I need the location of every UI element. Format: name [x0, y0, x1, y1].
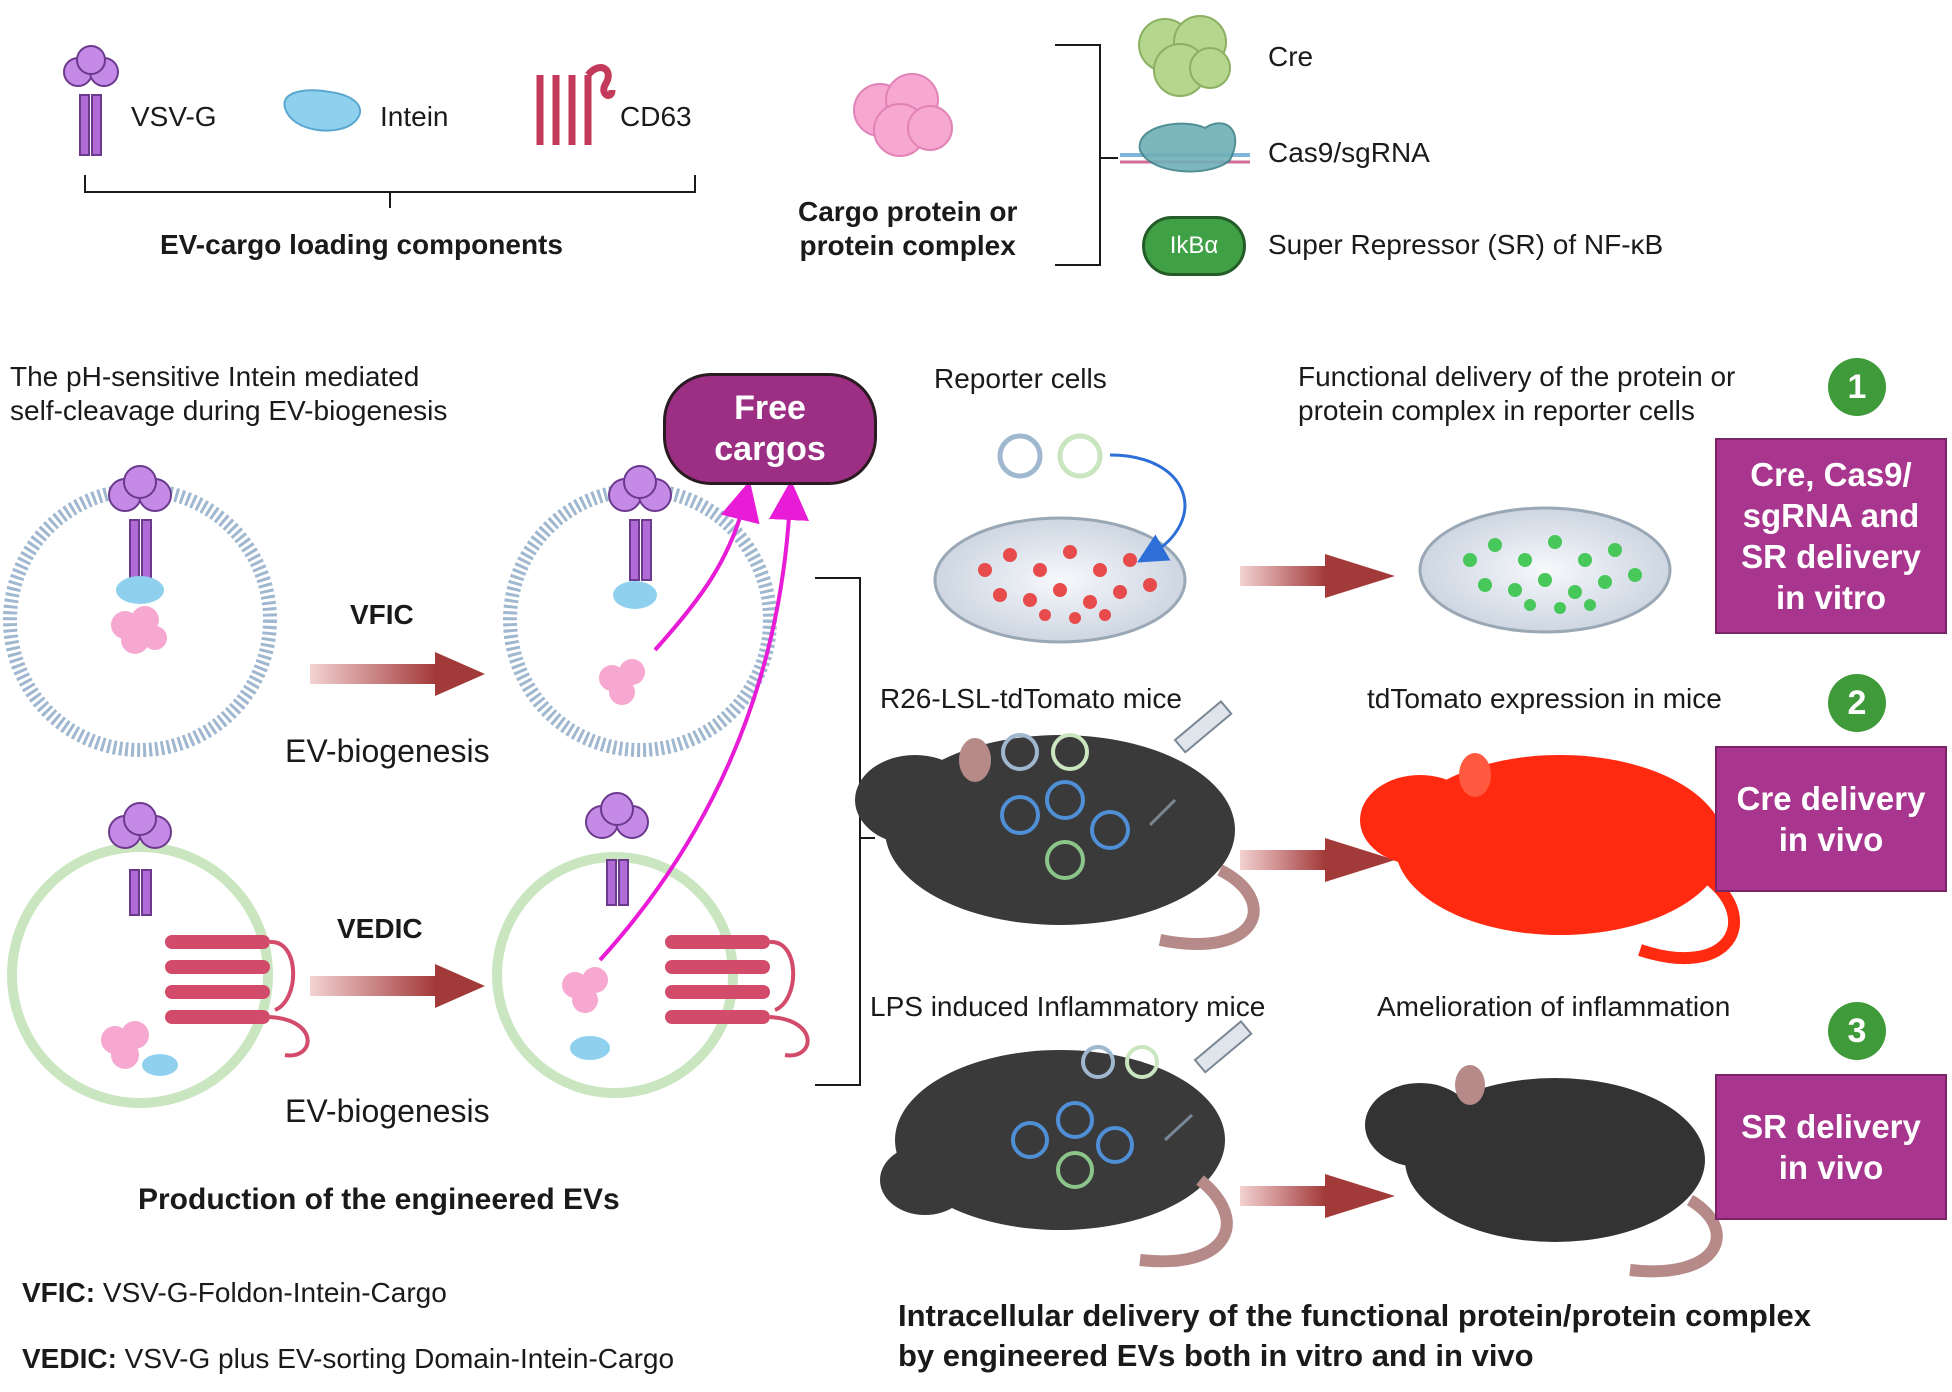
components-bracket [84, 175, 696, 208]
vfic-label: VFIC [350, 599, 414, 630]
vsvg-icon [108, 465, 172, 581]
ev-icon-small [1081, 1045, 1159, 1079]
reporter-cells-label: Reporter cells [934, 363, 1107, 394]
biogenesis-label-1: EV-biogenesis [285, 733, 490, 769]
components-title: EV-cargo loading components [160, 229, 563, 260]
arrow-vedic [310, 976, 435, 996]
step-badge-1: 1 [1828, 358, 1886, 416]
arrow-mouse-2 [1240, 1186, 1325, 1206]
arrow-vfic-head [435, 652, 485, 696]
sr-label: Super Repressor (SR) of NF-κB [1268, 229, 1664, 260]
cd63-icon [665, 935, 770, 1024]
step-badge-3: 3 [1828, 1002, 1886, 1060]
cargo-icon [562, 967, 608, 1013]
release-arrow-2 [598, 480, 809, 962]
biogenesis-label-2: EV-biogenesis [285, 1093, 490, 1129]
ev-vesicle-3 [7, 842, 273, 1108]
cargo-icon [111, 606, 167, 654]
syringe-icon [1148, 700, 1233, 827]
vsvg-label: VSV-G [131, 101, 217, 132]
intein-icon [613, 581, 657, 609]
mouse-black-2 [880, 1050, 1233, 1268]
cd63-label: CD63 [620, 101, 692, 132]
cd63-icon [165, 935, 270, 1024]
lps-mice-label: LPS induced Inflammatory mice [870, 991, 1266, 1022]
amelioration-label: Amelioration of inflammation [1377, 991, 1731, 1022]
cargo-icon [599, 659, 645, 705]
arrow-dish [1240, 566, 1325, 586]
ikb-badge: IkBα [1142, 216, 1246, 276]
vsvg-icon [608, 465, 672, 581]
cre-label: Cre [1268, 41, 1314, 72]
cre-icon [1138, 15, 1231, 97]
cargo-icon [101, 1021, 149, 1069]
tdtomato-label: tdTomato expression in mice [1367, 683, 1722, 714]
intein-icon [570, 1036, 610, 1060]
cd63-icon [536, 64, 616, 145]
cargo-bracket [1055, 44, 1118, 266]
r26-mice-label: R26-LSL-tdTomato mice [880, 683, 1182, 714]
vedic-definition: VEDIC: VSV-G plus EV-sorting Domain-Inte… [22, 1343, 675, 1374]
vsvg-icon [108, 802, 172, 916]
arrow-vfic [310, 664, 435, 684]
arrow-mouse-1 [1240, 850, 1325, 870]
release-arrow-1 [653, 480, 760, 652]
mouse-red [1360, 753, 1741, 965]
mouse-black-1 [855, 735, 1260, 950]
cas9-icon [1120, 122, 1250, 173]
mouse-black-3 [1365, 1065, 1723, 1278]
delivery-bracket [815, 577, 875, 1086]
vedic-label: VEDIC [337, 913, 423, 944]
intein-icon [142, 1054, 178, 1076]
petri-dish-green [1418, 506, 1672, 634]
syringe-icon [1163, 1020, 1253, 1142]
delivery-title: Intracellular delivery of the functional… [898, 1298, 1811, 1374]
vsvg-icon [63, 45, 119, 156]
petri-dish-red [933, 516, 1187, 644]
step-badge-2: 2 [1828, 674, 1886, 732]
vfic-definition: VFIC: VSV-G-Foldon-Intein-Cargo [22, 1277, 447, 1308]
intein-icon [116, 576, 164, 604]
production-title: Production of the engineered EVs [138, 1183, 620, 1216]
intein-icon [283, 89, 362, 132]
ev-vesicle-4 [492, 852, 738, 1098]
cargo-icon [853, 73, 953, 157]
cas9-label: Cas9/sgRNA [1268, 137, 1430, 168]
vsvg-icon [585, 792, 649, 906]
ev-icon-small [997, 433, 1103, 479]
intein-label: Intein [380, 101, 449, 132]
blue-arrow [1109, 453, 1187, 563]
arrow-vedic-head [435, 964, 485, 1008]
ev-icon-small [1001, 733, 1089, 771]
